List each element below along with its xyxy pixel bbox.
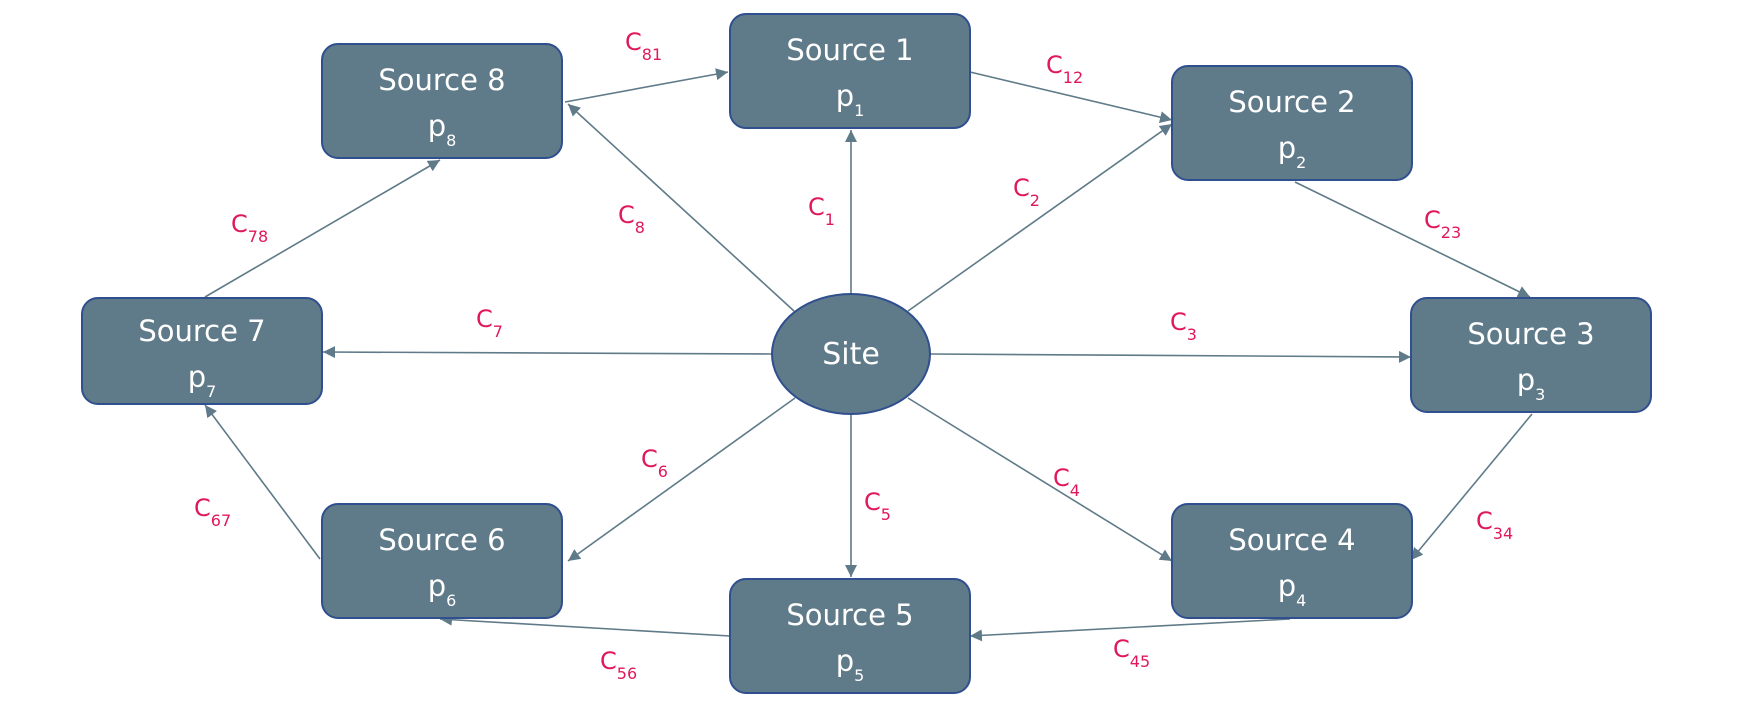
source-probability: p2 xyxy=(1278,131,1307,172)
edge-label-c56: C56 xyxy=(600,647,637,683)
site-edge-labels: C1 C2 C3 C4 C5 C6 C7 C8 xyxy=(476,174,1197,524)
edge-site-source-6 xyxy=(567,397,796,562)
site-node: Site xyxy=(771,293,931,415)
source-probability: p3 xyxy=(1517,363,1546,404)
source-name: Source 7 xyxy=(138,314,265,348)
source-node-1: Source 1 p1 xyxy=(729,13,971,129)
edge-label-c34: C34 xyxy=(1476,507,1513,543)
edge-label-c1: C1 xyxy=(808,193,835,229)
source-name: Source 6 xyxy=(378,523,505,557)
edge-label-c12: C12 xyxy=(1046,51,1083,87)
source-node-7: Source 7 p7 xyxy=(81,297,323,405)
source-probability: p6 xyxy=(428,569,457,610)
edge-label-c7: C7 xyxy=(476,305,503,341)
source-probability: p1 xyxy=(836,79,865,120)
site-edges xyxy=(322,103,1412,577)
site-label: Site xyxy=(822,337,880,372)
edge-site-source-8 xyxy=(567,103,795,312)
edge-label-c5: C5 xyxy=(864,488,891,524)
edge-label-c45: C45 xyxy=(1113,635,1150,671)
edge-source-3-source-4 xyxy=(1410,413,1533,561)
edge-source-2-source-3 xyxy=(1294,181,1531,298)
edge-label-c23: C23 xyxy=(1424,206,1461,242)
source-name: Source 1 xyxy=(786,33,913,67)
source-node-3: Source 3 p3 xyxy=(1410,297,1652,413)
edge-label-c81: C81 xyxy=(625,28,662,64)
ring-edge-labels: C12 C23 C34 C45 C56 C67 C78 C81 xyxy=(194,28,1513,683)
edge-source-8-source-1 xyxy=(564,68,729,103)
source-name: Source 4 xyxy=(1228,523,1355,557)
source-node-6: Source 6 p6 xyxy=(321,503,563,619)
edge-site-source-7 xyxy=(322,346,773,359)
edge-label-c8: C8 xyxy=(618,201,645,237)
source-node-2: Source 2 p2 xyxy=(1171,65,1413,181)
edge-label-c2: C2 xyxy=(1013,174,1040,210)
ring-edges xyxy=(204,68,1533,642)
edge-source-6-source-7 xyxy=(204,404,321,560)
edge-site-source-3 xyxy=(929,350,1412,363)
source-name: Source 8 xyxy=(378,63,505,97)
source-probability: p5 xyxy=(836,644,865,685)
edge-source-4-source-5 xyxy=(969,618,1291,642)
edge-source-5-source-6 xyxy=(439,613,731,637)
source-probability: p8 xyxy=(428,109,457,150)
source-name: Source 5 xyxy=(786,598,913,632)
source-node-5: Source 5 p5 xyxy=(729,578,971,694)
edge-label-c6: C6 xyxy=(641,445,668,481)
edge-source-7-source-8 xyxy=(204,159,441,298)
edge-label-c78: C78 xyxy=(231,210,268,246)
source-probability: p7 xyxy=(188,360,217,401)
edge-label-c4: C4 xyxy=(1053,464,1080,500)
edge-label-c3: C3 xyxy=(1170,308,1197,344)
source-node-8: Source 8 p8 xyxy=(321,43,563,159)
edge-label-c67: C67 xyxy=(194,494,231,530)
edge-site-source-2 xyxy=(907,123,1173,312)
source-node-4: Source 4 p4 xyxy=(1171,503,1413,619)
edge-site-source-4 xyxy=(907,397,1173,562)
source-probability: p4 xyxy=(1278,569,1307,610)
edge-source-1-source-2 xyxy=(969,71,1173,124)
source-name: Source 3 xyxy=(1467,317,1594,351)
source-name: Source 2 xyxy=(1228,85,1355,119)
